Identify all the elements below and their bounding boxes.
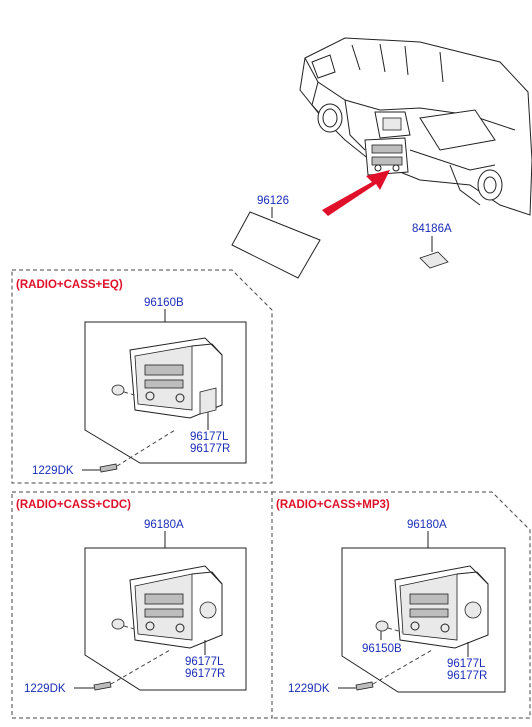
- cover-plate: [231, 211, 321, 279]
- group3-title: (RADIO+CASS+MP3): [276, 499, 390, 511]
- group3-head-unit: [394, 565, 489, 649]
- group3-unit-label: 96180A: [407, 519, 447, 531]
- group2-frame: [11, 491, 273, 719]
- group2-title: (RADIO+CASS+CDC): [16, 499, 131, 511]
- group1-frame: [11, 269, 273, 484]
- group3-knob-label: 96150B: [362, 643, 402, 655]
- group2-head-unit: [129, 565, 223, 649]
- group1-bracket-r: 96177R: [190, 443, 230, 455]
- cover-part-label: 96126: [257, 195, 289, 207]
- group3-screw: [355, 681, 374, 691]
- group2-bracket-r: 96177R: [185, 668, 225, 680]
- bracket-part-label: 84186A: [412, 223, 452, 235]
- group1-screw: [99, 463, 118, 473]
- group1-screw-label: 1229DK: [32, 465, 74, 477]
- group1-title: (RADIO+CASS+EQ): [16, 279, 123, 291]
- bracket-part: [419, 251, 449, 269]
- group1-knob: [111, 384, 125, 396]
- group3-knob: [375, 620, 389, 632]
- group3-bracket-r: 96177R: [447, 670, 487, 682]
- group1-bracket-l: 96177L: [190, 431, 229, 443]
- group1-unit-label: 96160B: [144, 297, 184, 309]
- group2-unit-label: 96180A: [144, 519, 184, 531]
- group3-frame: [272, 491, 531, 719]
- group2-screw-label: 1229DK: [24, 683, 66, 695]
- location-arrow: [322, 170, 390, 216]
- dashboard-illustration: [299, 37, 532, 216]
- group3-screw-label: 1229DK: [288, 683, 330, 695]
- group1-head-unit: [129, 337, 223, 419]
- group2-screw: [93, 681, 112, 691]
- group3-bracket-l: 96177L: [447, 658, 486, 670]
- group2-knob: [111, 618, 125, 630]
- group2-bracket-l: 96177L: [185, 656, 224, 668]
